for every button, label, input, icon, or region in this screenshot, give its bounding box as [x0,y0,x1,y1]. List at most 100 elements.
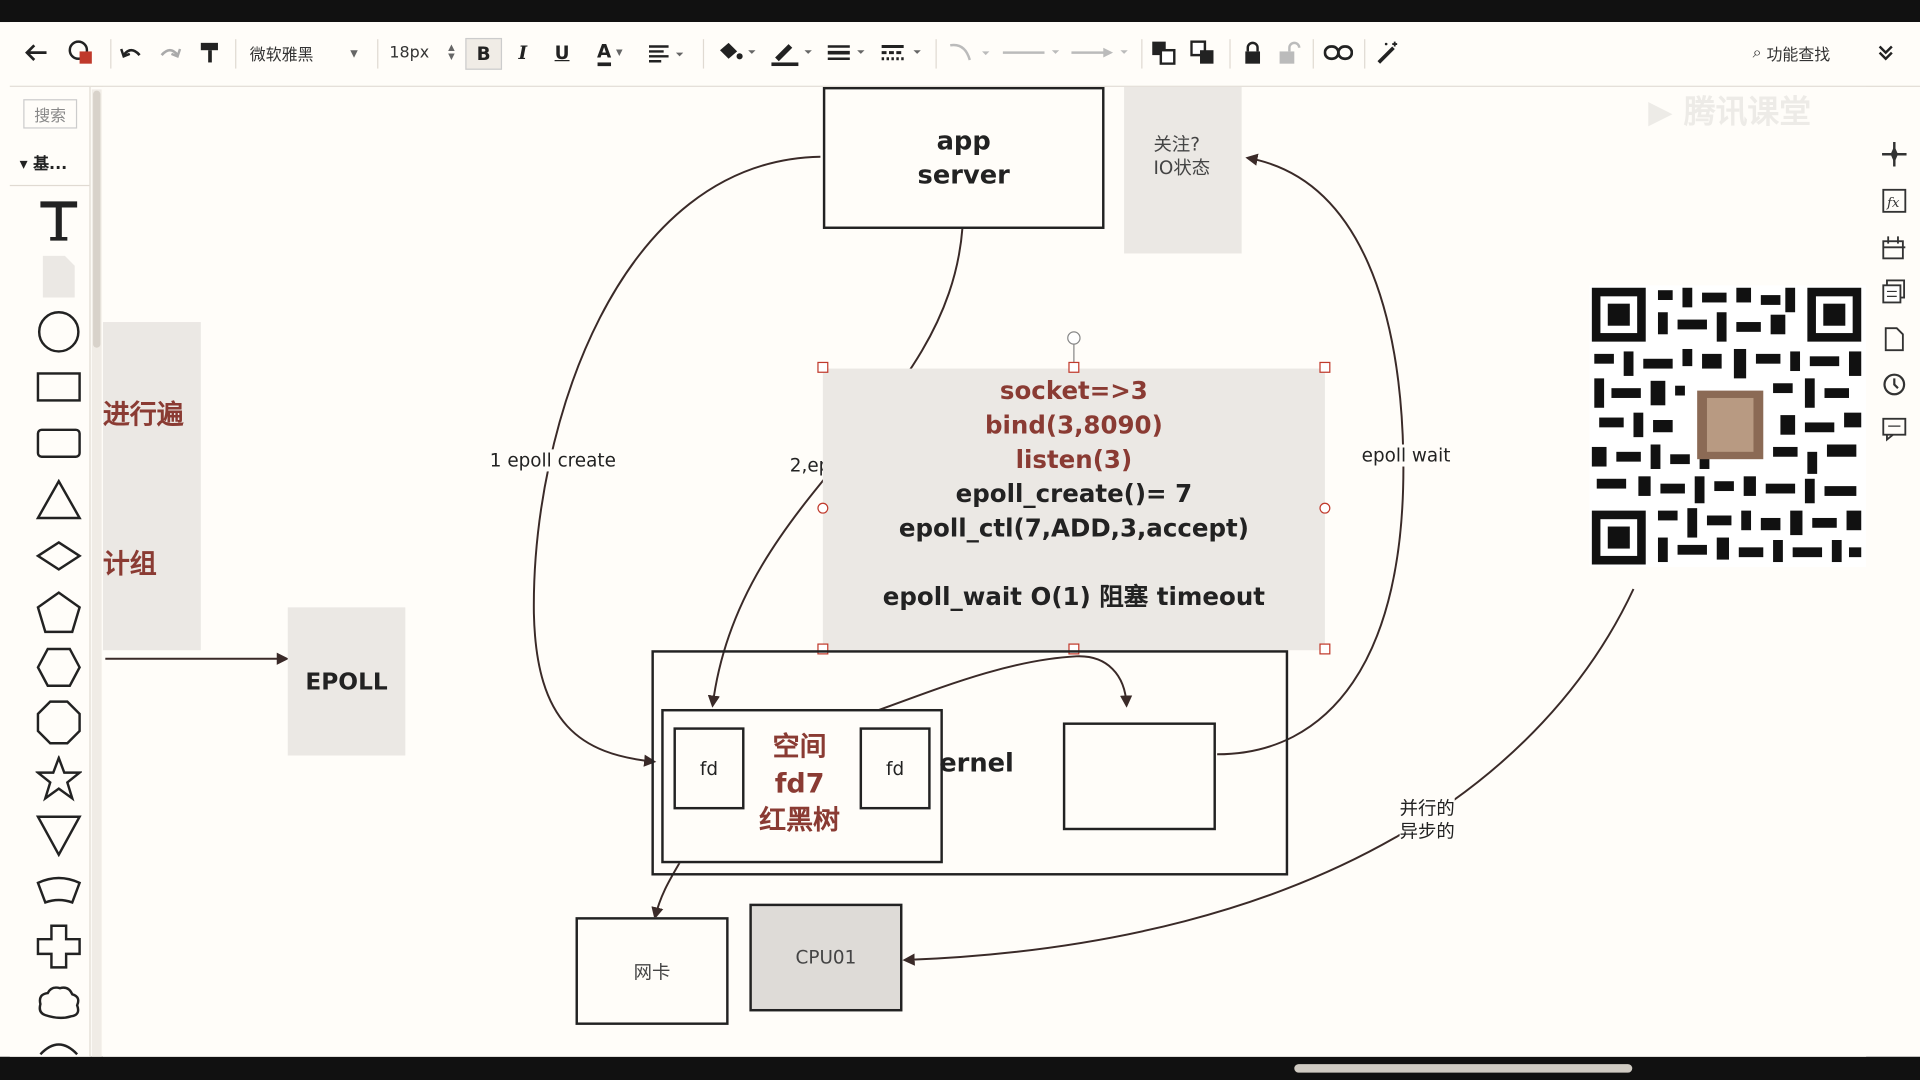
nic-box[interactable]: 网卡 [575,917,729,1025]
watermark: ▶ 腾讯课堂 [1648,87,1811,132]
shape-library-panel: 搜索 ▾ 基... [9,86,91,1057]
code-note[interactable]: socket=>3 bind(3,8090) listen(3) epoll_c… [822,368,1325,651]
line-end-button[interactable] [1068,38,1132,67]
bring-front-icon[interactable] [1149,38,1178,67]
page-setup-icon[interactable] [1880,233,1909,262]
history-icon[interactable] [1880,370,1909,399]
inverted-triangle-tool-icon[interactable] [34,812,83,859]
cross-tool-icon[interactable] [34,923,83,970]
page-icon[interactable] [1880,324,1909,353]
selection-handles[interactable] [811,327,1338,663]
formula-icon[interactable]: fx [1880,186,1909,215]
line-style-button[interactable] [877,38,926,67]
code-line-epoll-ctl: epoll_ctl(7,ADD,3,accept) [898,513,1249,543]
code-line-epoll-create: epoll_create()= 7 [955,478,1193,509]
kernel-box[interactable] [651,650,1289,876]
paint-bucket-icon [720,42,756,60]
right-toolbar: fx [1867,110,1920,477]
back-icon[interactable] [22,38,51,67]
curve-connector-icon [950,43,990,61]
unlock-icon[interactable] [1276,38,1303,67]
ready-list-box[interactable] [1062,722,1216,831]
shape-search-input[interactable]: 搜索 [23,99,78,129]
comment-icon[interactable] [1880,414,1909,443]
fd-left-label: fd [699,757,719,780]
send-back-icon[interactable] [1188,38,1217,67]
connector-cpu [902,588,1635,966]
code-line-bind: bind(3,8090) [984,410,1163,440]
triangle-tool-icon[interactable] [34,476,83,523]
feature-search-label: 功能查找 [1766,45,1831,65]
rectangle-tool-icon[interactable] [34,364,83,411]
io-status-text: 关注? IO状态 [1153,133,1211,179]
svg-text:fx: fx [1886,196,1900,211]
layers-icon[interactable] [1880,277,1909,306]
diamond-tool-icon[interactable] [34,533,83,580]
star-tool-icon[interactable] [34,755,83,803]
align-left-icon [648,45,684,63]
format-painter-icon[interactable] [196,38,223,67]
align-button[interactable] [640,38,689,67]
redo-icon[interactable] [157,38,184,67]
cloud-tool-icon[interactable] [34,980,83,1027]
app-server-label: app server [917,126,1010,190]
italic-button[interactable]: I [509,38,536,67]
line-start-icon [1002,50,1060,54]
line-weight-icon [827,45,865,61]
font-family-select[interactable]: 微软雅黑 ▼ [250,38,360,67]
underline-label: U [554,41,570,64]
line-weight-button[interactable] [823,38,870,67]
diagram-canvas[interactable]: 进行遍 计组 EPOLL app server 关注? IO状态 1 epoll… [102,86,1867,1057]
circle-tool-icon[interactable] [34,309,83,356]
parallel-async-label: 并行的 异步的 [1399,797,1455,844]
watermark-text: 腾讯课堂 [1683,94,1812,132]
compass-icon[interactable] [1880,140,1909,169]
fill-color-button[interactable] [713,38,760,67]
connector-epoll-create [532,155,821,767]
panel-scrollbar[interactable] [91,89,102,1057]
code-line-socket: socket=>3 [999,375,1148,406]
lock-icon[interactable] [1239,38,1266,67]
pentagon-tool-icon[interactable] [34,589,83,636]
line-start-button[interactable] [999,38,1063,67]
arc-shape-tool-icon[interactable] [34,868,83,915]
font-size-stepper[interactable]: 18px ▲▼ [389,38,460,67]
font-color-button[interactable]: A ▼ [588,38,632,67]
more-shapes-icon[interactable] [34,1032,83,1056]
note-tool-icon[interactable] [34,253,83,300]
feature-search-button[interactable]: ⌕ 功能查找 [1736,38,1846,67]
fd-box-left[interactable]: fd [673,727,745,810]
code-line-epoll-wait: epoll_wait O(1) 阻塞 timeout [882,581,1266,612]
arrow-end-icon [1071,47,1128,58]
bold-button[interactable]: B [465,37,503,70]
left-note-text-1: 进行遍 [102,400,184,432]
collapse-toolbar-icon[interactable] [1873,38,1897,67]
style-icon[interactable] [65,38,97,67]
nic-label: 网卡 [633,960,671,983]
connector-style-button[interactable] [945,38,994,67]
shape-section-header[interactable]: ▾ 基... [19,155,68,174]
note-card-left[interactable]: 进行遍 计组 [102,322,201,651]
font-color-label: A [596,40,612,66]
epoll-note[interactable]: EPOLL [287,607,406,756]
text-tool-icon[interactable] [34,197,83,244]
link-icon[interactable] [1322,38,1354,67]
fd-box-right[interactable]: fd [859,727,931,810]
kernel-label: ernel [939,748,1014,778]
hexagon-tool-icon[interactable] [34,644,83,691]
panel-scrollbar-thumb[interactable] [93,90,101,348]
line-color-button[interactable] [767,38,816,67]
io-status-note[interactable]: 关注? IO状态 [1124,86,1242,254]
rounded-rectangle-tool-icon[interactable] [34,420,83,467]
shape-search-label: 搜索 [34,107,67,126]
cpu-box[interactable]: CPU01 [749,903,903,1012]
underline-button[interactable]: U [549,38,576,67]
left-note-text-2: 计组 [102,549,157,581]
bold-label: B [476,42,491,65]
app-server-box[interactable]: app server [822,86,1105,229]
horizontal-scrollbar-thumb[interactable] [1294,1064,1633,1073]
magic-wand-icon[interactable] [1374,38,1401,67]
octagon-tool-icon[interactable] [34,699,83,746]
undo-icon[interactable] [118,38,145,67]
